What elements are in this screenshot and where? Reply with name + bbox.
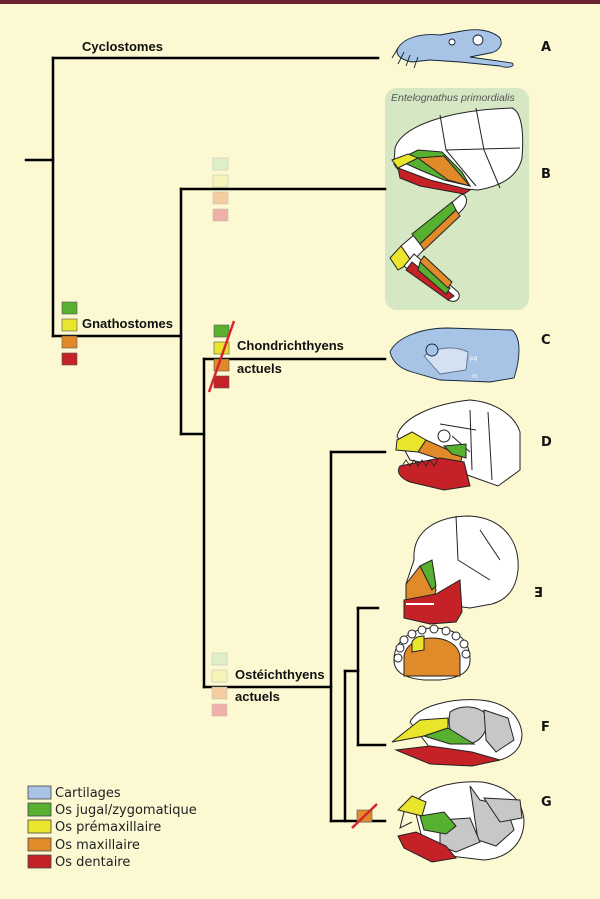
legend-item-cartilages: Cartilages (27, 785, 121, 801)
legend-label: Os jugal/zygomatique (55, 803, 197, 818)
letter-d: D (541, 435, 552, 450)
label-chondrichthyens: Chondrichthyens (237, 338, 344, 353)
legend-item-maxillary: Os maxillaire (27, 837, 140, 853)
label-cyclostomes: Cyclostomes (82, 39, 163, 54)
bony-fish-skull-icon (395, 399, 521, 491)
letter-f: F (541, 720, 550, 735)
legend-item-dentary: Os dentaire (27, 854, 130, 870)
legend: Cartilages Os jugal/zygomatique Os préma… (27, 785, 197, 870)
species-name: Entelognathus primordialis (391, 92, 515, 104)
letter-a: A (541, 40, 551, 55)
bird-skull-icon (391, 699, 523, 767)
char-squares-b (212, 157, 229, 222)
letter-g: G (541, 795, 552, 810)
letter-e: E (534, 583, 543, 598)
char-square-g (351, 803, 378, 829)
label-osteichthyens: Ostéichthyens (235, 667, 325, 682)
top-bar (0, 0, 600, 4)
label-gnathostomes: Gnathostomes (82, 316, 173, 331)
cross-line (207, 320, 236, 393)
label-osteichthyens-actuels: actuels (235, 689, 280, 704)
char-squares-chondrichthyens (207, 320, 236, 393)
svg-text:pq: pq (470, 355, 478, 362)
letter-b: B (541, 167, 551, 182)
lamprey-skull-icon (391, 29, 514, 69)
shark-skull-icon: pq m (389, 327, 520, 383)
char-squares-gnathostomes (61, 301, 78, 366)
legend-label: Os prémaxillaire (55, 820, 161, 835)
svg-text:m: m (472, 373, 478, 380)
legend-item-jugal: Os jugal/zygomatique (27, 802, 197, 818)
legend-item-premaxillary: Os prémaxillaire (27, 819, 161, 835)
legend-label: Os dentaire (55, 855, 130, 870)
char-squares-osteichthyens (211, 652, 228, 717)
legend-label: Os maxillaire (55, 838, 140, 853)
letter-c: C (541, 333, 551, 348)
palate-icon (393, 624, 471, 681)
placoderm-skull-icon (389, 107, 524, 302)
human-skull-icon (403, 515, 519, 625)
label-chondrichthyens-actuels: actuels (237, 361, 282, 376)
phylogenetic-tree (24, 56, 387, 823)
legend-label: Cartilages (55, 786, 121, 801)
teleost-skull-icon (397, 781, 525, 863)
